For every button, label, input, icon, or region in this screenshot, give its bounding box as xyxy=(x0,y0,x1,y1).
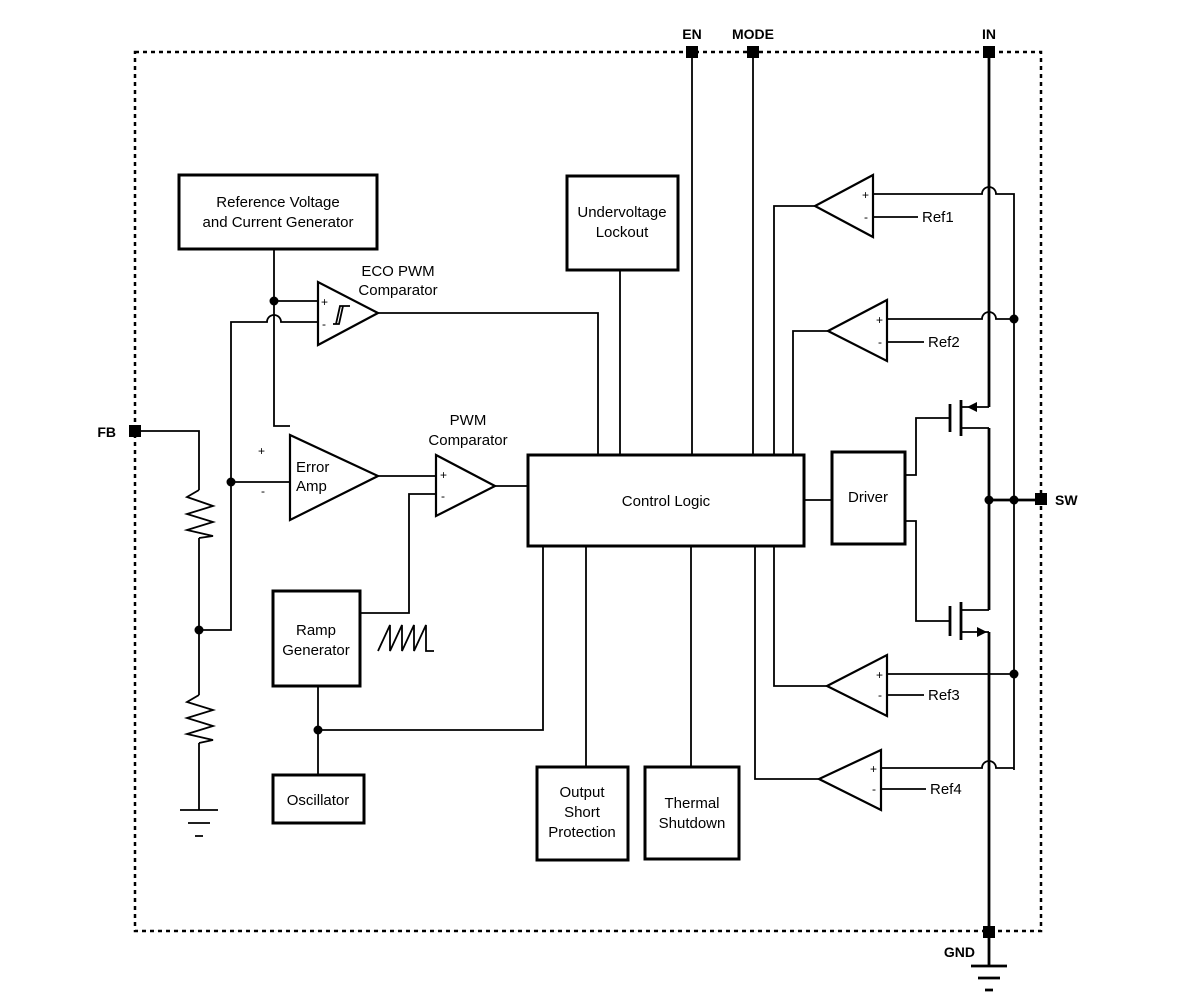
pin-en: EN xyxy=(682,26,702,58)
svg-text:EN: EN xyxy=(682,26,701,42)
ramp-waveform-icon xyxy=(377,624,434,652)
svg-text:Ref3: Ref3 xyxy=(928,687,960,704)
pin-fb: FB xyxy=(97,424,141,440)
svg-text:and Current Generator: and Current Generator xyxy=(203,214,354,231)
wires xyxy=(141,58,1036,966)
resistor-upper xyxy=(183,489,217,539)
svg-text:Ref4: Ref4 xyxy=(930,781,962,798)
svg-text:PWM: PWM xyxy=(450,412,487,429)
error-amplifier: + - Error Amp xyxy=(258,433,381,522)
svg-text:-: - xyxy=(864,210,868,224)
eco-pwm-comparator: + - ECO PWM Comparator xyxy=(316,263,438,347)
svg-text:FB: FB xyxy=(97,424,116,440)
svg-text:-: - xyxy=(261,484,265,498)
svg-text:-: - xyxy=(878,688,882,702)
ground-symbol-gnd xyxy=(971,964,1007,992)
hysteresis-icon xyxy=(333,305,350,325)
svg-text:Error: Error xyxy=(296,459,329,476)
svg-text:Output: Output xyxy=(559,784,605,801)
svg-text:+: + xyxy=(258,444,265,458)
svg-text:Generator: Generator xyxy=(282,642,350,659)
ramp-generator-block: Ramp Generator xyxy=(271,589,362,688)
svg-text:+: + xyxy=(862,188,869,202)
svg-text:-: - xyxy=(322,317,326,331)
ground-symbol-fb xyxy=(180,809,218,837)
svg-text:Ref1: Ref1 xyxy=(922,209,954,226)
comparator-ref2: + - Ref2 xyxy=(825,298,960,363)
pin-sw: SW xyxy=(1035,492,1078,508)
pin-in: IN xyxy=(982,26,996,58)
svg-text:GND: GND xyxy=(944,944,975,960)
svg-text:MODE: MODE xyxy=(732,26,774,42)
svg-text:ECO PWM: ECO PWM xyxy=(361,263,434,280)
junction-dots xyxy=(194,296,1019,735)
svg-text:Undervoltage: Undervoltage xyxy=(577,204,666,221)
svg-text:Reference Voltage: Reference Voltage xyxy=(216,194,339,211)
svg-text:Protection: Protection xyxy=(548,824,616,841)
driver-block: Driver xyxy=(830,450,907,546)
svg-text:-: - xyxy=(441,489,445,503)
control-logic-block: Control Logic xyxy=(526,453,806,548)
pin-gnd: GND xyxy=(944,926,995,960)
svg-text:Ramp: Ramp xyxy=(296,622,336,639)
svg-text:Control Logic: Control Logic xyxy=(622,493,711,510)
svg-text:+: + xyxy=(321,295,328,309)
svg-text:Short: Short xyxy=(564,804,601,821)
reference-generator-block: Reference Voltage and Current Generator xyxy=(177,173,379,251)
comparator-ref3: + - Ref3 xyxy=(824,653,960,718)
svg-text:Oscillator: Oscillator xyxy=(287,792,350,809)
svg-text:Thermal: Thermal xyxy=(664,795,719,812)
svg-text:Driver: Driver xyxy=(848,489,888,506)
pwm-comparator: + - PWM Comparator xyxy=(428,412,508,518)
svg-text:+: + xyxy=(440,468,447,482)
svg-text:+: + xyxy=(870,762,877,776)
output-short-protection-block: Output Short Protection xyxy=(535,765,630,862)
thermal-shutdown-block: Thermal Shutdown xyxy=(643,765,741,861)
oscillator-block: Oscillator xyxy=(271,773,366,825)
svg-text:+: + xyxy=(876,313,883,327)
high-side-mosfet xyxy=(948,400,989,436)
chip-boundary xyxy=(133,50,1043,933)
svg-text:+: + xyxy=(876,668,883,682)
svg-text:IN: IN xyxy=(982,26,996,42)
svg-text:Lockout: Lockout xyxy=(596,224,649,241)
pin-mode: MODE xyxy=(732,26,774,58)
comparator-ref4: + - Ref4 xyxy=(816,748,962,812)
svg-text:Ref2: Ref2 xyxy=(928,334,960,351)
svg-text:Amp: Amp xyxy=(296,478,327,495)
svg-text:Shutdown: Shutdown xyxy=(659,815,726,832)
svg-text:Comparator: Comparator xyxy=(358,282,437,299)
svg-text:-: - xyxy=(878,335,882,349)
undervoltage-lockout-block: Undervoltage Lockout xyxy=(565,174,680,272)
low-side-mosfet xyxy=(948,602,989,640)
comparator-ref1: + - Ref1 xyxy=(812,173,954,239)
svg-text:Comparator: Comparator xyxy=(428,432,507,449)
resistor-lower xyxy=(183,694,217,744)
svg-text:-: - xyxy=(872,782,876,796)
svg-text:SW: SW xyxy=(1055,492,1078,508)
